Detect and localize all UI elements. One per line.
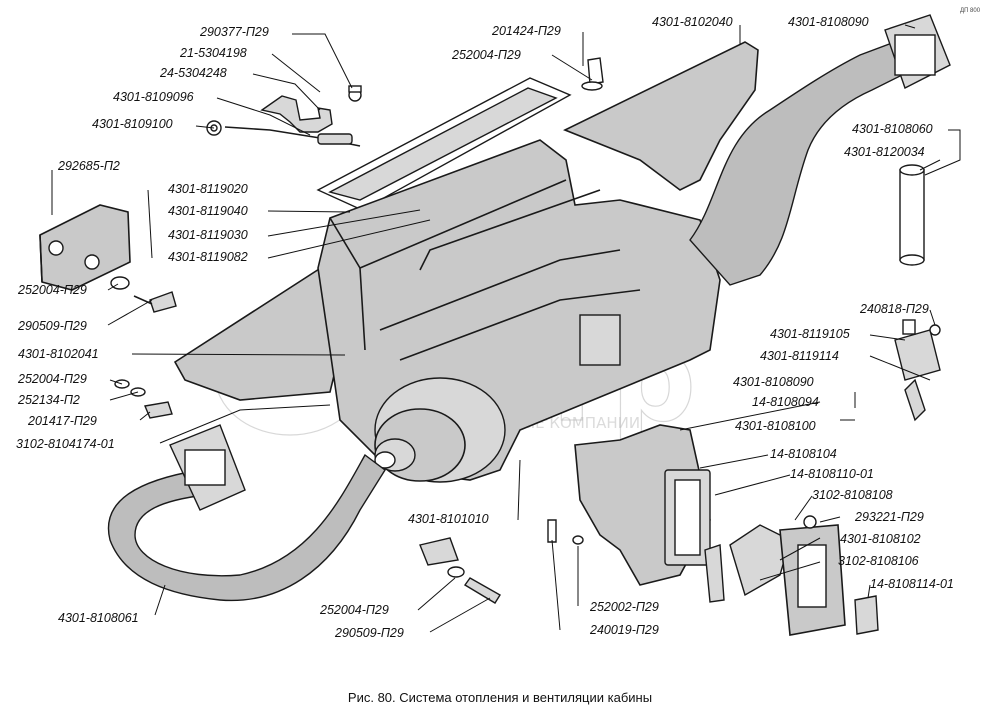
part-label: 4301-8109096 [113,90,194,104]
part-label: 4301-8119114 [760,349,839,363]
part-label: 252134-П2 [17,393,80,407]
right-corrugated-hose [689,14,951,286]
part-labels: 290377-П29 21-5304198 24-5304248 4301-81… [16,15,954,640]
part-label: 293221-П29 [854,510,924,524]
part-label: 290509-П29 [334,626,404,640]
part-label: 252004-П29 [451,48,521,62]
part-label: 21-5304198 [179,46,247,60]
part-label: 252002-П29 [589,600,659,614]
part-label: 24-5304248 [159,66,227,80]
part-label: 3102-8108106 [838,554,919,568]
part-label: 201417-П29 [27,414,97,428]
part-label: 4301-8119030 [168,228,248,242]
leader-lines [51,24,961,633]
left-corrugated-hose [107,424,386,602]
filter-and-cover [729,515,879,636]
part-label: 3102-8104174-01 [16,437,115,451]
part-label: 4301-8119105 [770,327,850,341]
heater-top-gasket [316,77,572,211]
part-label: 290509-П29 [17,319,87,333]
part-label: 4301-8108090 [788,15,869,29]
side-bracket-292685 [39,204,177,313]
part-label: 3102-8108108 [812,488,893,502]
part-label: 4301-8108100 [735,419,816,433]
part-label: 14-8108114-01 [870,577,954,591]
fan-motor [374,377,506,483]
corner-mark: ДП 800 [960,8,981,14]
part-label: 14-8108094 [752,395,819,409]
part-label: 201424-П29 [491,24,561,38]
part-label: 4301-8101010 [408,512,489,526]
part-label: 4301-8120034 [844,145,925,159]
part-label: 4301-8108090 [733,375,814,389]
air-intake-housing [574,424,711,586]
bottom-fasteners [419,519,725,604]
part-label: 240019-П29 [589,623,659,637]
part-label: 4301-8108060 [852,122,933,136]
part-label: 4301-8108102 [840,532,921,546]
right-air-duct [563,41,759,191]
part-label: 4301-8109100 [92,117,173,131]
part-label: 292685-П2 [57,159,120,173]
part-label: 252004-П29 [17,283,87,297]
part-label: 14-8108104 [770,447,837,461]
part-label: 252004-П29 [17,372,87,386]
part-label: 4301-8102040 [652,15,733,29]
control-cable-bracket [206,85,362,147]
part-label: 240818-П29 [859,302,929,316]
part-label: 4301-8108061 [58,611,139,625]
part-label: 4301-8119020 [168,182,248,196]
part-label: 4301-8119040 [168,204,248,218]
part-label: 4301-8102041 [18,347,99,361]
mid-left-fasteners [114,57,604,419]
pipe-and-valve [894,164,941,422]
figure-caption: Рис. 80. Система отопления и вентиляции … [347,690,653,705]
part-label: 290377-П29 [199,25,269,39]
part-label: 14-8108110-01 [790,467,874,481]
part-label: 252004-П29 [319,603,389,617]
part-label: 4301-8119082 [168,250,248,264]
